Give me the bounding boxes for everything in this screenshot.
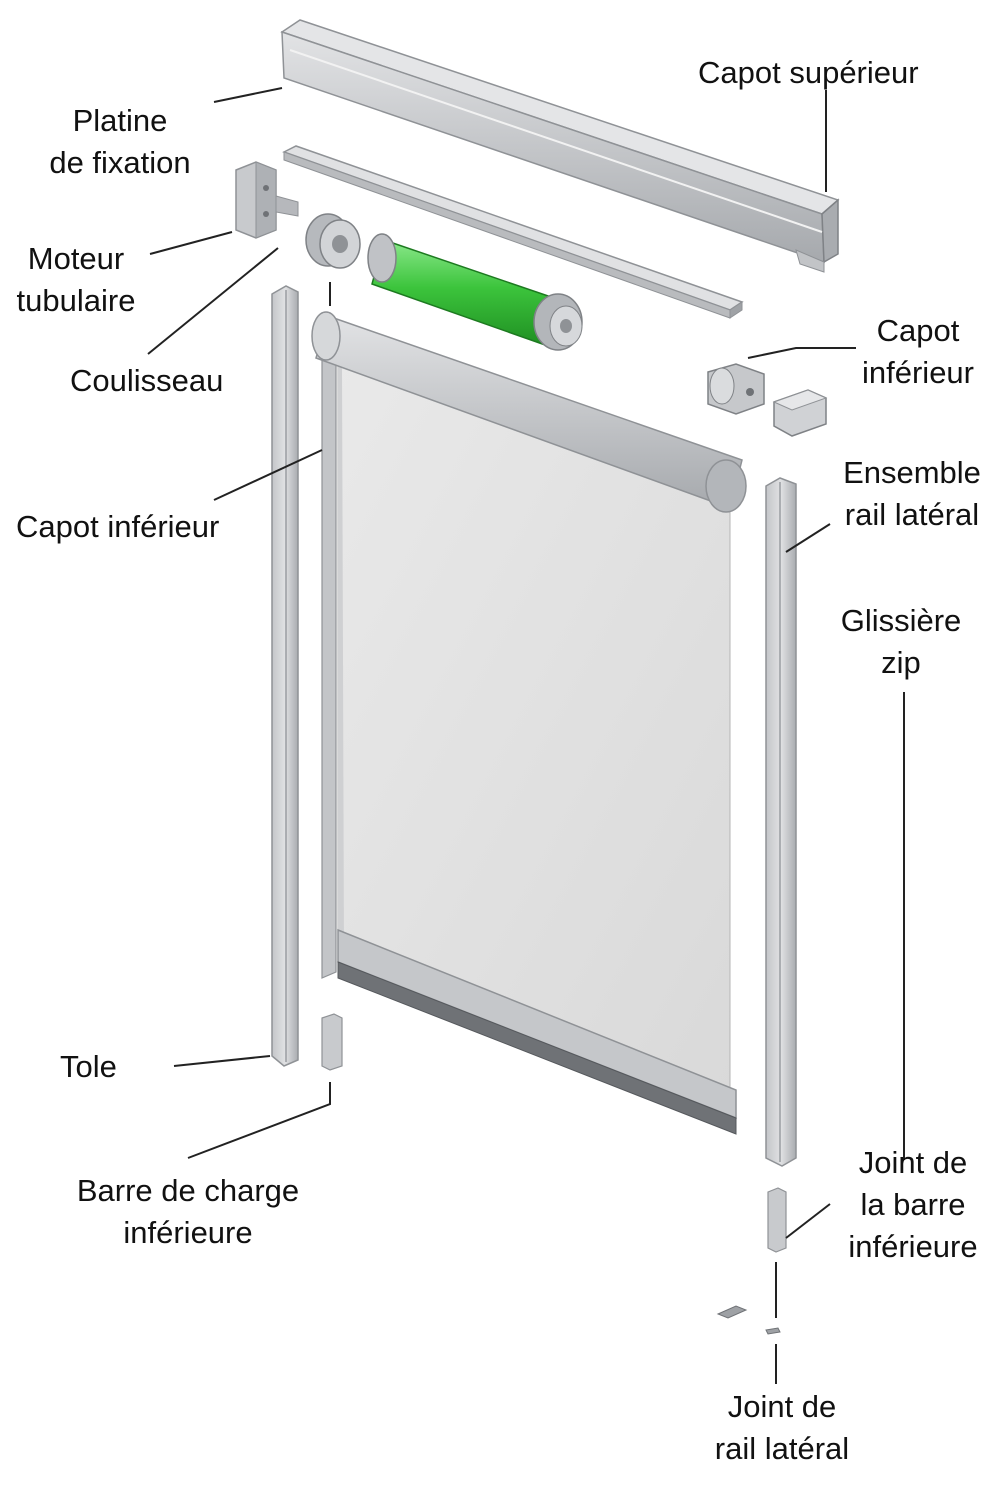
label-ensemble-rail-lateral: Ensemble rail latéral xyxy=(843,455,981,532)
mounting-bracket-part xyxy=(235,161,299,239)
label-moteur-tubulaire: Moteur tubulaire xyxy=(16,241,136,318)
label-capot-superieur: Capot supérieur xyxy=(698,55,919,90)
leader-moteur xyxy=(149,231,233,255)
leader-tole xyxy=(173,1055,271,1067)
top-cover-part xyxy=(280,19,840,273)
leader-joint-barre xyxy=(785,1203,831,1239)
label-platine-de-fixation: Platine de fixation xyxy=(49,103,191,180)
end-cap-part xyxy=(305,213,361,269)
side-rail-seal-part xyxy=(716,1305,781,1335)
leader-ensemble xyxy=(785,523,831,553)
label-coulisseau: Coulisseau xyxy=(70,363,224,398)
lower-bar-piece-part xyxy=(321,1013,343,1071)
label-joint-de-la-barre-inferieure: Joint de la barre inférieure xyxy=(848,1145,978,1264)
left-side-rail-part xyxy=(271,285,299,1067)
leader-capot-inferieur-left xyxy=(213,449,323,501)
leader-platine xyxy=(213,87,283,103)
shade-assembly-part xyxy=(311,311,747,1135)
label-joint-de-rail-lateral: Joint de rail latéral xyxy=(714,1389,850,1466)
leader-lines xyxy=(147,87,905,1384)
tubular-motor-part xyxy=(367,233,583,351)
right-side-rail-part xyxy=(765,477,797,1167)
lower-bar-seal-part xyxy=(767,1187,787,1253)
label-tole: Tole xyxy=(60,1049,117,1084)
label-barre-de-charge-inferieure: Barre de charge inférieure xyxy=(76,1173,300,1250)
label-capot-inferieur-left: Capot inférieur xyxy=(16,509,220,544)
leader-barre xyxy=(187,1082,331,1159)
label-capot-inferieur-right: Capot inférieur xyxy=(862,313,974,390)
mounting-strip-part xyxy=(282,145,744,319)
label-glissiere-zip: Glissière zip xyxy=(840,603,962,680)
leader-capot-inferieur-right xyxy=(747,347,856,359)
leader-coulisseau xyxy=(147,247,279,355)
lower-cap-right-part xyxy=(707,363,828,437)
